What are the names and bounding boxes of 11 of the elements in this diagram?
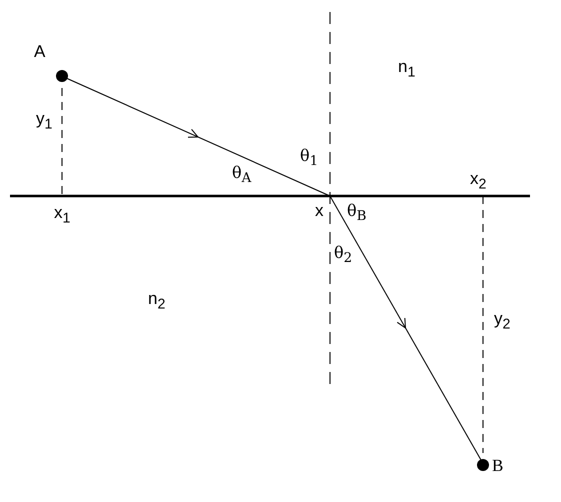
angle-label: θ$_{B}$ [347,203,366,224]
coordinate-label: x$_{1}$ [54,204,70,226]
angle-label: θ$_{A}$ [232,165,252,186]
point-label: x [311,199,330,219]
coordinate-label: y$_{1}$ [36,110,52,132]
medium-label: n$_{1}$ [398,58,416,80]
coordinate-label: y$_{2}$ [494,310,510,332]
angle-label: θ$_{2}$ [334,245,352,266]
medium-label: n$_{2}$ [148,290,166,312]
coordinate-label: x$_{2}$ [470,170,486,192]
angle-label: θ$_{1}$ [300,148,318,169]
